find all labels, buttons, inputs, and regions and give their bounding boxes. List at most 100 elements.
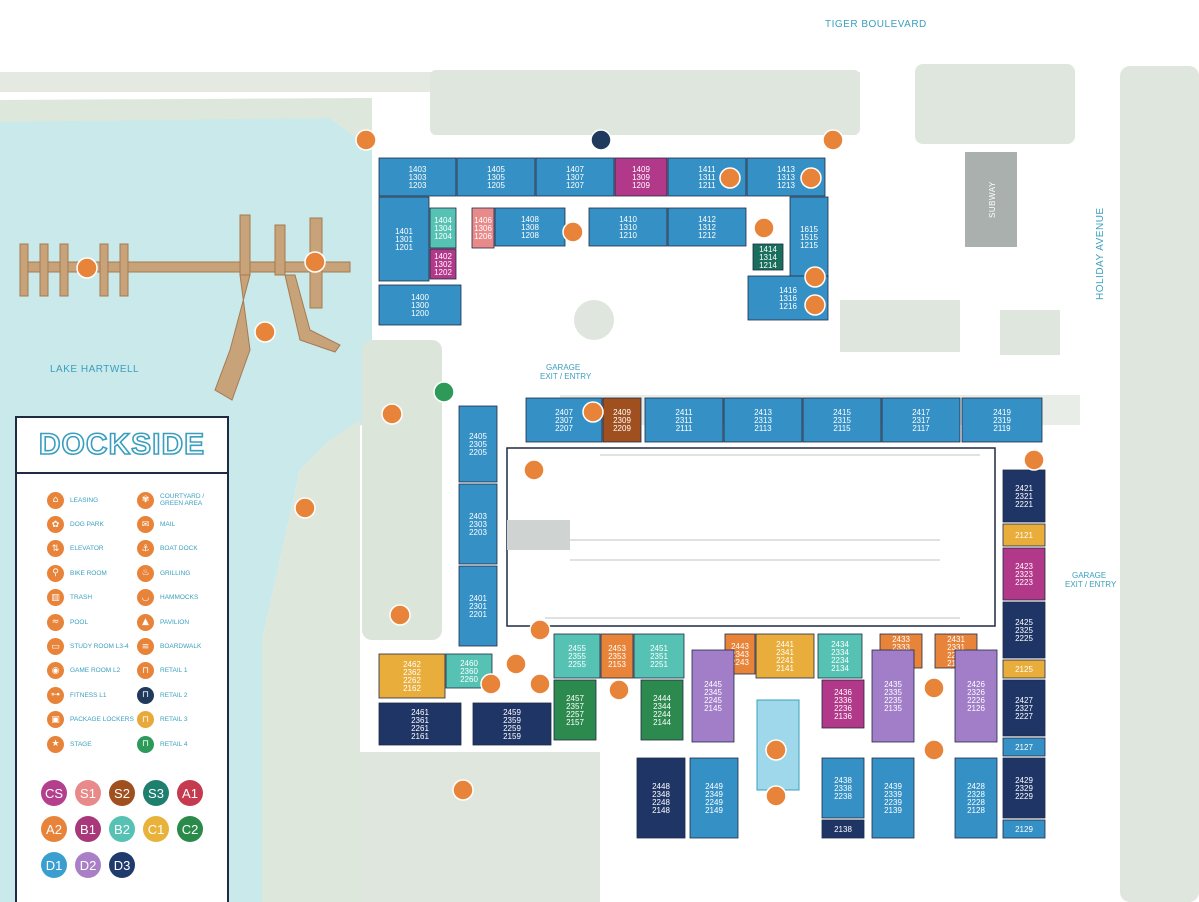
amenity-marker-icon[interactable] bbox=[389, 604, 411, 626]
amenity-marker-icon[interactable] bbox=[800, 167, 822, 189]
amenity-marker-icon[interactable] bbox=[523, 459, 545, 481]
unit-block[interactable]: 2138 bbox=[821, 819, 865, 839]
amenity-marker-icon[interactable] bbox=[304, 251, 326, 273]
unit-number: 2134 bbox=[831, 664, 849, 673]
legend-item-label: LEASING bbox=[70, 496, 99, 504]
amenity-marker-icon[interactable] bbox=[753, 217, 775, 239]
unit-number: 1414 bbox=[759, 245, 777, 254]
unit-number: 2460 bbox=[460, 659, 478, 668]
unit-shape bbox=[553, 679, 597, 741]
unit-number: 1309 bbox=[632, 173, 650, 182]
unit-shape bbox=[723, 397, 803, 443]
amenity-marker-icon[interactable] bbox=[76, 257, 98, 279]
amenity-marker-icon[interactable] bbox=[1023, 449, 1045, 471]
unit-block[interactable]: 2125 bbox=[1002, 659, 1046, 679]
amenity-marker-icon[interactable] bbox=[590, 129, 612, 151]
amenity-marker-icon[interactable] bbox=[529, 673, 551, 695]
unit-number: 1413 bbox=[777, 165, 795, 174]
unit-block[interactable]: 2121 bbox=[1002, 523, 1046, 547]
amenity-marker-icon[interactable] bbox=[608, 679, 630, 701]
amenity-marker-icon[interactable] bbox=[923, 739, 945, 761]
amenity-marker-icon[interactable] bbox=[505, 653, 527, 675]
amenity-marker-icon[interactable] bbox=[562, 221, 584, 243]
leasing-icon: ⌂ bbox=[47, 491, 64, 509]
amenity-marker-icon[interactable] bbox=[765, 785, 787, 807]
amenity-marker-icon[interactable] bbox=[582, 401, 604, 423]
amenity-marker-icon[interactable] bbox=[529, 619, 551, 641]
unit-number: 2459 bbox=[503, 708, 521, 717]
amenity-marker-icon[interactable] bbox=[294, 497, 316, 519]
amenity-marker-icon[interactable] bbox=[804, 266, 826, 288]
legend-item-label: BOARDWALK bbox=[160, 643, 202, 651]
amenity-marker-icon[interactable] bbox=[804, 294, 826, 316]
amenity-marker-icon[interactable] bbox=[822, 129, 844, 151]
unit-number: 2336 bbox=[834, 696, 852, 705]
amenity-marker-icon[interactable] bbox=[254, 321, 276, 343]
unit-number: 2148 bbox=[652, 806, 670, 815]
amenity-marker-icon[interactable] bbox=[719, 167, 741, 189]
amenity-marker-icon[interactable] bbox=[480, 673, 502, 695]
amenity-marker-icon[interactable] bbox=[355, 129, 377, 151]
unit-shape bbox=[1002, 819, 1046, 839]
legend-left-column: ⌂LEASING✿DOG PARK⇅ELEVATOR⚲BIKE ROOM▥TRA… bbox=[47, 488, 137, 756]
amenity-marker-icon[interactable] bbox=[381, 403, 403, 425]
unit-number: 2325 bbox=[1015, 626, 1033, 635]
unit-number: 2128 bbox=[967, 806, 985, 815]
amenity-marker-icon[interactable] bbox=[765, 739, 787, 761]
unit-number: 2228 bbox=[967, 798, 985, 807]
amenity-marker-icon[interactable] bbox=[433, 381, 455, 403]
unit-block[interactable]: 2127 bbox=[1002, 737, 1046, 757]
garage-stalls bbox=[545, 454, 980, 619]
amenity-marker-icon[interactable] bbox=[452, 779, 474, 801]
amenity-marker-icon[interactable] bbox=[923, 677, 945, 699]
unit-block[interactable]: 2129 bbox=[1002, 819, 1046, 839]
